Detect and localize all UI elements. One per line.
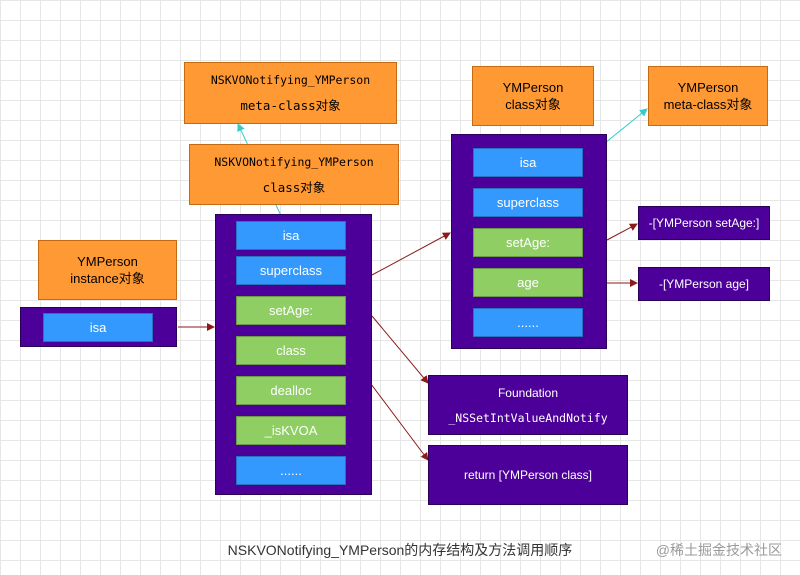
return-class-box: return [YMPerson class]: [428, 445, 628, 505]
nskvo-meta-line2: meta-class对象: [240, 98, 341, 113]
instance-title-line1: YMPerson: [77, 254, 138, 269]
nskvo-class-line1: NSKVONotifying_YMPerson: [214, 154, 374, 169]
foundation-title: Foundation: [497, 385, 559, 400]
ymperson-cell-isa: isa: [473, 148, 583, 177]
nskvo-cell-superclass: superclass: [236, 256, 346, 285]
age-method-box: -[YMPerson age]: [638, 267, 770, 301]
ymperson-class-line1: YMPerson: [502, 80, 564, 95]
watermark: @稀土掘金技术社区: [655, 542, 782, 558]
nskvo-cell-class: class: [236, 336, 346, 365]
ymperson-class-label-box: YMPerson class对象: [472, 66, 594, 126]
foundation-function: _NSSetIntValueAndNotify: [448, 410, 608, 425]
age-method-label: -[YMPerson age]: [658, 277, 750, 291]
setage-method-box: -[YMPerson setAge:]: [638, 206, 770, 240]
setage-method-label: -[YMPerson setAge:]: [648, 216, 760, 230]
instance-title-line2: instance对象: [70, 271, 145, 286]
nskvo-class-line2: class对象: [262, 179, 326, 195]
arrow-class-to-ymperson-class: [371, 232, 451, 276]
ymperson-cell-setage: setAge:: [473, 228, 583, 257]
arrow-setage-to-foundation: [371, 315, 429, 384]
ymperson-meta-class-box: YMPerson meta-class对象: [648, 66, 768, 126]
arrow-setage-to-method: [606, 223, 638, 241]
ymperson-class-line2: class对象: [505, 97, 561, 112]
ymperson-meta-line1: YMPerson: [677, 80, 739, 95]
nskvo-cell-ellipsis: ......: [236, 456, 346, 485]
figure-caption: NSKVONotifying_YMPerson的内存结构及方法调用顺序: [227, 542, 573, 558]
ymperson-cell-ellipsis: ......: [473, 308, 583, 337]
return-class-label: return [YMPerson class]: [463, 468, 593, 482]
ymperson-meta-line2: meta-class对象: [663, 97, 753, 112]
nskvo-meta-class-box: NSKVONotifying_YMPerson meta-class对象: [184, 62, 397, 124]
nskvo-cell-setage: setAge:: [236, 296, 346, 325]
instance-title-box: YMPerson instance对象: [38, 240, 177, 300]
instance-isa-cell: isa: [43, 313, 153, 342]
nskvo-cell-iskvoa: _isKVOA: [236, 416, 346, 445]
nskvo-cell-isa: isa: [236, 221, 346, 250]
nskvo-class-label-box: NSKVONotifying_YMPerson class对象: [189, 144, 399, 205]
foundation-box: Foundation _NSSetIntValueAndNotify: [428, 375, 628, 435]
ymperson-cell-superclass: superclass: [473, 188, 583, 217]
ymperson-cell-age: age: [473, 268, 583, 297]
nskvo-meta-line1: NSKVONotifying_YMPerson: [210, 73, 371, 87]
nskvo-cell-dealloc: dealloc: [236, 376, 346, 405]
